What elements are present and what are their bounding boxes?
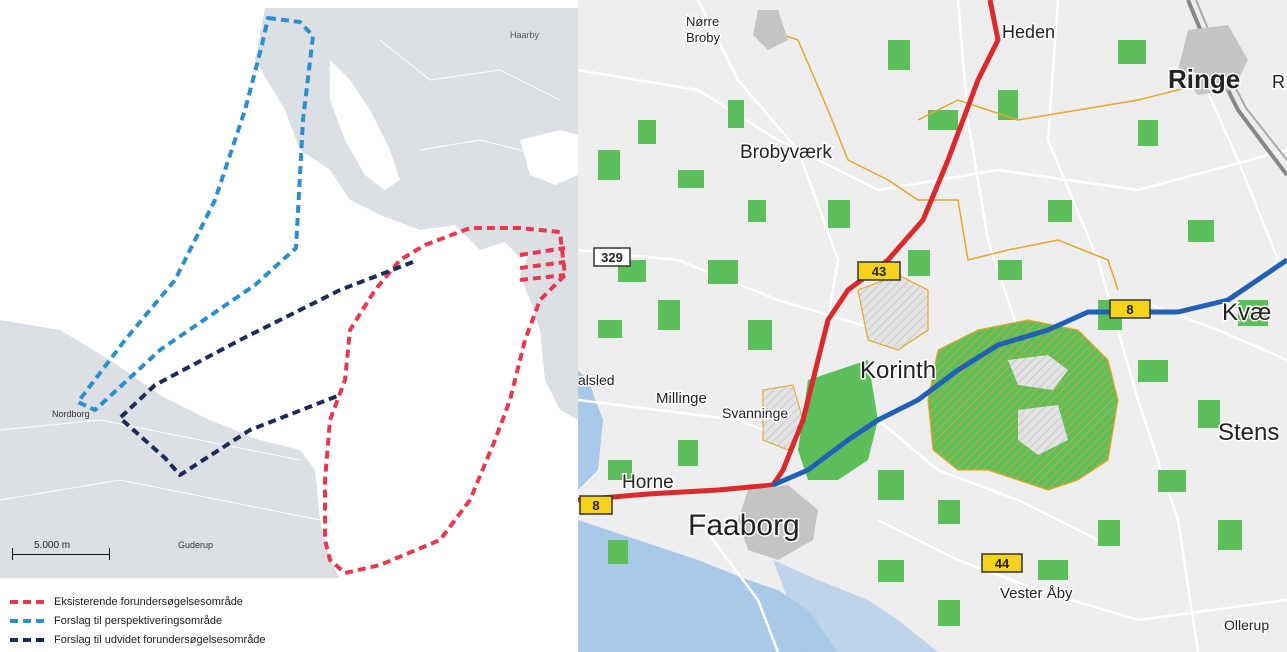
place-label-haarby: Haarby	[510, 30, 540, 40]
road-shield-44-label: 44	[995, 556, 1010, 571]
place-label-kvaerndrup-cut: Kvæ	[1222, 299, 1271, 326]
orange-boundary-line	[767, 29, 1219, 291]
place-label-brobyvaerk: Brobyværk	[740, 142, 832, 163]
right-map: 329 43 8 8 44 Nørre Broby Heden Ringe R …	[578, 0, 1287, 652]
place-label-ringe: Ringe	[1168, 64, 1240, 94]
map-legend: Eksisterende forundersøgelsesområde Fors…	[10, 592, 570, 649]
town-areas	[738, 10, 1248, 560]
scale-bar-label: 5.000 m	[34, 540, 71, 551]
place-label-norre-broby-1: Nørre	[686, 14, 719, 29]
land-boundaries	[0, 39, 561, 521]
legend-label-expanded: Forslag til udvidet forundersøgelsesområ…	[54, 633, 266, 646]
legend-swatch-perspective	[10, 618, 44, 623]
scale-bar-tick-right	[109, 548, 110, 560]
place-label-vester-aaby: Vester Åby	[1000, 585, 1073, 602]
scale-bar: 5.000 m	[12, 540, 112, 560]
road-shield-329-label: 329	[601, 250, 623, 265]
place-label-guderup: Guderup	[178, 540, 213, 550]
forest-patches	[598, 40, 1268, 626]
place-label-faaborg: Faaborg	[688, 509, 800, 542]
route-red	[578, 0, 1001, 503]
scale-bar-tick-left	[12, 548, 13, 560]
left-map: Haarby Nordborg Guderup	[0, 0, 578, 585]
place-label-ollerup: Ollerup	[1224, 617, 1269, 633]
road-shield-8-east: 8	[1109, 299, 1151, 319]
place-label-heden: Heden	[1002, 22, 1055, 42]
legend-item-existing: Eksisterende forundersøgelsesområde	[10, 592, 570, 611]
route-blue	[772, 257, 1287, 488]
road-shield-329: 329	[593, 247, 631, 267]
place-label-korinth: Korinth	[860, 357, 936, 384]
place-labels: Nørre Broby Heden Ringe R Brobyværk Kori…	[578, 13, 1287, 635]
legend-label-perspective: Forslag til perspektiveringsområde	[54, 614, 223, 627]
existing-area-outline	[323, 226, 567, 575]
scale-bar-line	[12, 554, 110, 555]
place-label-norre-broby-2: Broby	[686, 30, 720, 45]
place-label-ringe-cut: R	[1272, 72, 1285, 92]
legend-swatch-expanded	[10, 637, 44, 642]
legend-swatch-existing	[10, 599, 44, 604]
place-label-horne: Horne	[622, 472, 674, 493]
road-shield-8-west-label: 8	[592, 498, 599, 513]
legend-item-perspective: Forslag til perspektiveringsområde	[10, 611, 570, 630]
road-shield-43-label: 43	[872, 264, 886, 279]
road-shield-44: 44	[981, 553, 1023, 573]
place-label-alsled-cut: alsled	[578, 372, 615, 388]
perspective-area-outline	[76, 16, 315, 412]
legend-item-expanded: Forslag til udvidet forundersøgelsesområ…	[10, 630, 570, 649]
place-label-millinge: Millinge	[656, 390, 707, 407]
water-bodies	[578, 370, 938, 652]
place-label-svanninge: Svanninge	[722, 405, 788, 421]
legend-label-existing: Eksisterende forundersøgelsesområde	[54, 595, 243, 608]
expanded-area-outline	[118, 260, 414, 477]
road-shield-8-west: 8	[579, 495, 613, 515]
place-label-stenstrup-cut: Stens	[1218, 419, 1279, 446]
road-shield-43: 43	[857, 261, 901, 281]
protected-areas	[762, 274, 1119, 491]
place-label-nordborg: Nordborg	[52, 409, 90, 419]
road-shield-8-east-label: 8	[1126, 302, 1133, 317]
